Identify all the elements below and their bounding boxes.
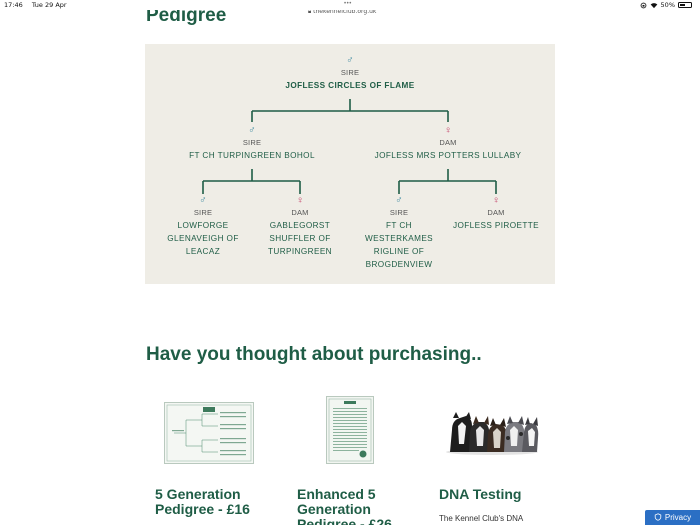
battery-percent: 50% — [660, 1, 675, 9]
name-line: WESTERKAMES — [364, 234, 434, 243]
male-icon: ♂ — [395, 195, 403, 206]
status-time: 17:46 — [4, 1, 23, 9]
multitasking-dots-icon[interactable]: ••• — [344, 1, 352, 7]
card-dna-testing-title[interactable]: DNA Testing — [439, 487, 521, 502]
name-line: RIGLINE OF — [373, 247, 425, 256]
pedigree-certificate-image[interactable] — [164, 402, 254, 469]
status-right: 50% — [640, 1, 692, 9]
lock-icon: 🔒︎ — [308, 8, 312, 15]
title-line: Pedigree - £16 — [155, 501, 250, 517]
title-line: Pedigree - £26 — [297, 516, 392, 525]
card-5-generation-pedigree-title[interactable]: 5 Generation Pedigree - £16 — [155, 487, 250, 517]
card-enhanced-pedigree-title[interactable]: Enhanced 5 Generation Pedigree - £26 — [297, 487, 392, 525]
female-icon: ♀ — [444, 125, 452, 136]
title-line: DNA Testing — [439, 486, 522, 502]
battery-icon — [678, 2, 692, 8]
name-line: JOFLESS PIROETTE — [452, 221, 540, 230]
purchase-section-title: Have you thought about purchasing.. — [146, 344, 482, 365]
sire-dam-role: DAM — [291, 208, 309, 217]
dam-name[interactable]: JOFLESS MRS POTTERS LULLABY — [374, 151, 522, 160]
pedigree-dam: ♀ DAM JOFLESS MRS POTTERS LULLABY — [363, 126, 533, 162]
name-line: SHUFFLER OF — [269, 234, 331, 243]
sire-dam-name[interactable]: GABLEGORST SHUFFLER OF TURPINGREEN — [255, 219, 345, 258]
dam-role: DAM — [439, 138, 457, 147]
male-icon: ♂ — [346, 55, 354, 66]
pedigree-title: Pedigree — [146, 5, 227, 26]
dam-dam-role: DAM — [487, 208, 505, 217]
dam-sire-role: SIRE — [389, 208, 409, 217]
wifi-icon — [650, 2, 658, 9]
root-name[interactable]: JOFLESS CIRCLES OF FLAME — [285, 81, 415, 90]
title-line: Generation — [297, 501, 371, 517]
sire-role: SIRE — [242, 138, 262, 147]
female-icon: ♀ — [492, 195, 500, 206]
status-date: Tue 29 Apr — [31, 1, 67, 9]
privacy-label: Privacy — [664, 513, 692, 522]
status-left: 17:46 Tue 29 Apr — [4, 1, 74, 9]
root-role: SIRE — [340, 68, 360, 77]
female-icon: ♀ — [296, 195, 304, 206]
name-line: LOWFORGE — [177, 221, 229, 230]
pedigree-sire-sire: ♂ SIRE LOWFORGE GLENAVEIGH OF LEACAZ — [158, 196, 248, 258]
rotation-lock-icon — [640, 2, 647, 9]
pedigree-root: ♂ SIRE JOFLESS CIRCLES OF FLAME — [270, 56, 430, 92]
name-line: BROGDENVIEW — [365, 260, 433, 269]
pedigree-dam-dam: ♀ DAM JOFLESS PIROETTE — [446, 196, 546, 232]
card-dna-testing-text: The Kennel Club's DNA — [439, 514, 524, 523]
pedigree-dam-sire: ♂ SIRE FT CH WESTERKAMES RIGLINE OF BROG… — [354, 196, 444, 271]
dogs-photo-image[interactable] — [444, 404, 540, 461]
pedigree-sire: ♂ SIRE FT CH TURPINGREEN BOHOL — [177, 126, 327, 162]
male-icon: ♂ — [199, 195, 207, 206]
name-line: GABLEGORST — [269, 221, 331, 230]
url-text: thekennelclub.org.uk — [313, 8, 377, 15]
privacy-gear-icon — [654, 512, 662, 523]
enhanced-pedigree-image[interactable] — [326, 396, 374, 469]
name-line: GLENAVEIGH OF — [167, 234, 239, 243]
sire-name[interactable]: FT CH TURPINGREEN BOHOL — [189, 151, 315, 160]
title-line: 5 Generation — [155, 486, 241, 502]
name-line: FT CH — [386, 221, 412, 230]
title-line: Enhanced 5 — [297, 486, 376, 502]
pedigree-tree: ♂ SIRE JOFLESS CIRCLES OF FLAME ♂ SIRE F… — [145, 44, 555, 284]
dam-dam-name[interactable]: JOFLESS PIROETTE — [446, 219, 546, 232]
address-bar[interactable]: 🔒︎ thekennelclub.org.uk — [308, 8, 376, 16]
sire-sire-role: SIRE — [193, 208, 213, 217]
name-line: LEACAZ — [185, 247, 221, 256]
sire-sire-name[interactable]: LOWFORGE GLENAVEIGH OF LEACAZ — [158, 219, 248, 258]
pedigree-sire-dam: ♀ DAM GABLEGORST SHUFFLER OF TURPINGREEN — [255, 196, 345, 258]
name-line: TURPINGREEN — [268, 247, 332, 256]
status-bar: 17:46 Tue 29 Apr ••• 50% — [0, 0, 700, 10]
male-icon: ♂ — [248, 125, 256, 136]
pedigree-connector-lines — [202, 99, 497, 194]
dam-sire-name[interactable]: FT CH WESTERKAMES RIGLINE OF BROGDENVIEW — [354, 219, 444, 271]
privacy-button[interactable]: Privacy — [645, 510, 700, 525]
